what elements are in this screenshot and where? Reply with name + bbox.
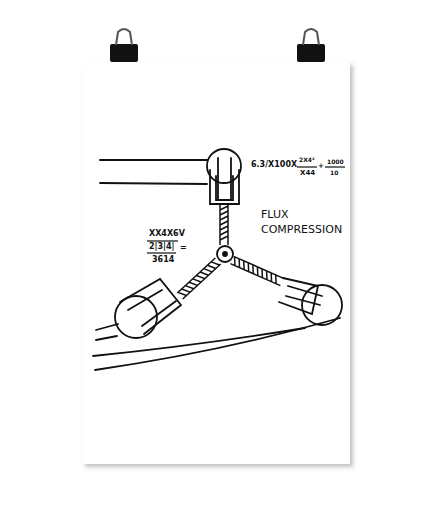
rod-twist — [220, 205, 228, 245]
capacitor-drawing — [93, 149, 342, 370]
rod-twist — [177, 258, 220, 299]
rod-twist — [230, 256, 283, 285]
formula-text: 3614 — [152, 256, 174, 264]
formula-text: 2|3|4| — [149, 243, 174, 251]
formula-text: 1000 — [327, 159, 344, 165]
poster-sheet — [82, 62, 350, 464]
formula-text: 6.3/X100X — [251, 161, 297, 169]
clip-handles — [116, 29, 319, 45]
formula-text: + — [318, 163, 324, 170]
binder-clips — [110, 44, 325, 62]
fraction-bars — [147, 167, 345, 253]
formula-text: XX4X6V — [149, 230, 185, 238]
title-note: FLUX COMPRESSION — [261, 208, 351, 238]
formula-text: 2X4² — [299, 157, 315, 163]
formula-text: = — [180, 244, 187, 252]
formula-text: X44 — [300, 170, 315, 177]
formula-text: 10 — [330, 170, 338, 176]
